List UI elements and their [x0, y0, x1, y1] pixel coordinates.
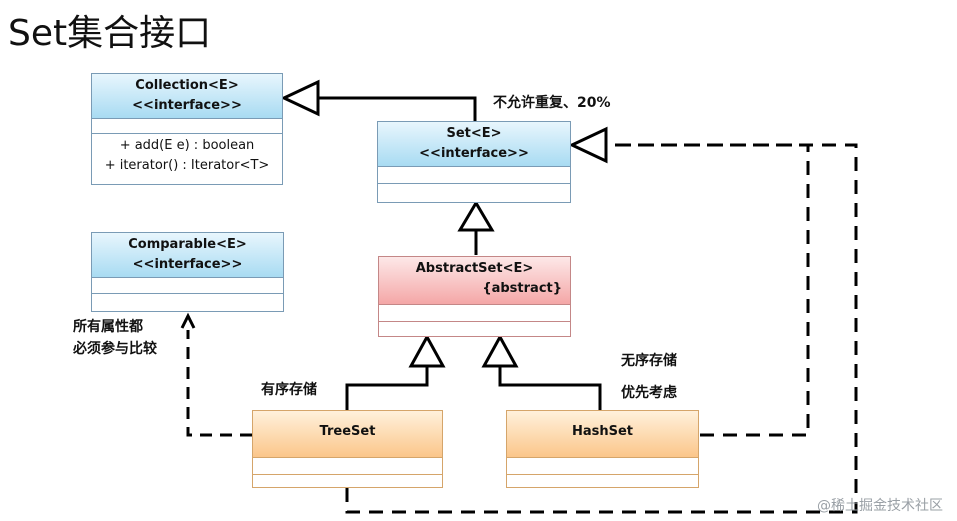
hashset-note-line2: 优先考虑 [621, 385, 677, 401]
collection-header: Collection<E> <<interface>> [92, 74, 282, 119]
comparable-stereotype: <<interface>> [132, 257, 243, 272]
abstractset-operations [379, 322, 570, 338]
set-interface-box: Set<E> <<interface>> [377, 121, 571, 203]
abstractset-arrowhead-from-treeset [408, 333, 446, 368]
hashset-attributes [507, 458, 698, 475]
hashset-implements-set-line [608, 143, 810, 437]
abstractset-header: AbstractSet<E> {abstract} [379, 257, 570, 305]
hashset-note-line1: 无序存储 [621, 353, 677, 369]
abstractset-stereotype: {abstract} [482, 281, 562, 296]
collection-attributes [92, 119, 282, 134]
treeset-operations [253, 475, 442, 491]
hashset-extends-abstractset-line [498, 366, 602, 410]
set-stereotype: <<interface>> [419, 146, 529, 161]
comparable-attributes [92, 278, 283, 294]
set-attributes [378, 167, 570, 184]
comparable-note: 所有属性都 必须参与比较 [73, 316, 157, 360]
treeset-implements-set-line [345, 143, 858, 514]
collection-interface-box: Collection<E> <<interface>> + add(E e) :… [91, 73, 283, 185]
collection-operations: + add(E e) : boolean + iterator() : Iter… [92, 134, 282, 178]
abstractset-name: AbstractSet<E> [415, 261, 534, 276]
hashset-header: HashSet [507, 411, 698, 458]
comparable-open-arrowhead [180, 312, 196, 329]
set-name: Set<E> [446, 126, 502, 141]
comparable-operations [92, 294, 283, 309]
set-note: 不允许重复、20% [493, 95, 611, 111]
set-operations [378, 184, 570, 200]
treeset-note: 有序存储 [261, 382, 317, 398]
collection-op-add: + add(E e) : boolean [119, 138, 255, 153]
set-arrowhead-realization [568, 126, 608, 164]
comparable-header: Comparable<E> <<interface>> [92, 233, 283, 278]
set-header: Set<E> <<interface>> [378, 122, 570, 167]
collection-arrowhead [280, 79, 320, 117]
treeset-attributes [253, 458, 442, 475]
comparable-note-line1: 所有属性都 [73, 319, 143, 335]
treeset-name: TreeSet [319, 424, 376, 439]
abstractset-attributes [379, 305, 570, 322]
treeset-extends-abstractset-line [345, 366, 429, 410]
page-title: Set集合接口 [8, 13, 212, 54]
hashset-class-box: HashSet [506, 410, 699, 488]
abstractset-arrowhead-from-hashset [481, 333, 519, 368]
treeset-header: TreeSet [253, 411, 442, 458]
watermark: @稀土掘金技术社区 [817, 498, 943, 514]
comparable-name: Comparable<E> [128, 237, 247, 252]
abstractset-class-box: AbstractSet<E> {abstract} [378, 256, 571, 337]
collection-op-iterator: + iterator() : Iterator<T> [104, 158, 270, 173]
set-arrowhead-from-abstractset [457, 200, 495, 232]
hashset-operations [507, 475, 698, 491]
comparable-note-line2: 必须参与比较 [73, 341, 157, 357]
hashset-name: HashSet [571, 424, 634, 439]
comparable-interface-box: Comparable<E> <<interface>> [91, 232, 284, 312]
set-extends-collection-line [318, 96, 477, 121]
collection-name: Collection<E> [135, 78, 239, 93]
treeset-class-box: TreeSet [252, 410, 443, 488]
collection-stereotype: <<interface>> [132, 98, 242, 113]
hashset-note: 无序存储 优先考虑 [621, 345, 677, 409]
treeset-uses-comparable-line [186, 330, 252, 437]
